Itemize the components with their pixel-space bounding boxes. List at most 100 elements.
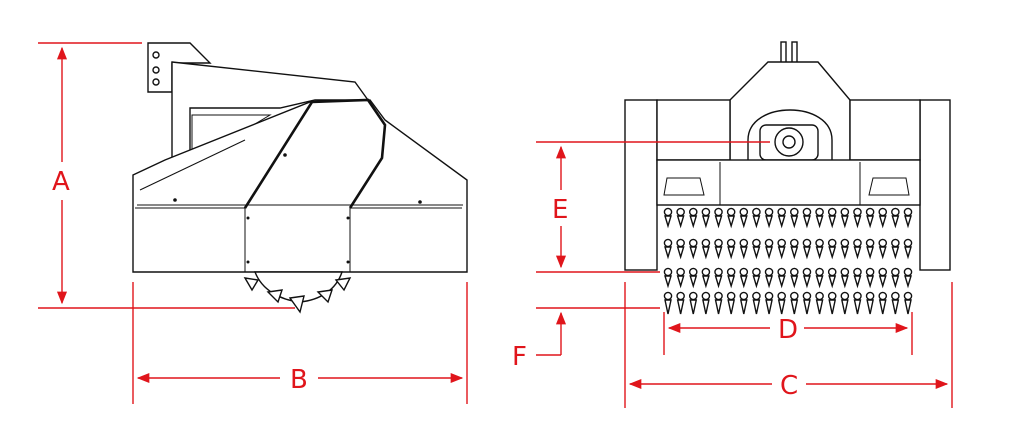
tooth-hub: [714, 238, 723, 248]
tooth-hub: [726, 207, 736, 217]
tooth-hub: [739, 207, 749, 217]
tooth-tip: [828, 246, 837, 260]
tooth-hub: [790, 267, 799, 277]
tooth-tip: [790, 246, 799, 260]
tooth-hub: [827, 238, 837, 248]
tooth-hub: [802, 291, 812, 301]
tooth-tip: [878, 246, 887, 260]
tooth-tip: [866, 275, 875, 289]
tooth-hub: [853, 291, 862, 301]
tooth-tip: [815, 299, 824, 315]
tooth-hub: [752, 267, 761, 277]
tooth-hub: [827, 267, 837, 277]
tooth-hub: [676, 267, 685, 277]
tooth-hub: [663, 238, 673, 248]
tooth-hub: [878, 267, 888, 277]
tooth-hub: [891, 267, 900, 277]
dim-b-label: B: [290, 365, 308, 395]
tooth-tip: [777, 299, 786, 315]
tooth-tip: [853, 299, 862, 315]
tooth-hub: [701, 207, 711, 217]
tooth-hub: [701, 267, 711, 277]
tooth-hub: [840, 267, 850, 277]
hood-outline: [243, 98, 387, 209]
tooth-hub: [764, 267, 774, 277]
tooth-tip: [727, 246, 736, 260]
front-housing: [656, 159, 921, 206]
tooth-hub: [891, 238, 900, 248]
tooth-tip: [853, 246, 862, 260]
tooth-hub: [903, 291, 913, 301]
tooth-hub: [878, 207, 888, 217]
tooth-hub: [752, 238, 761, 248]
tooth-tip: [878, 215, 887, 229]
tooth-hub: [865, 207, 875, 217]
tooth-hub: [790, 238, 799, 248]
dim-d-label: D: [778, 315, 798, 345]
tooth-tip: [664, 299, 672, 315]
side-view: [132, 42, 468, 314]
tooth-hub: [701, 291, 711, 301]
tooth-tip: [676, 299, 685, 315]
tooth-tip: [891, 215, 900, 229]
tooth-hub: [726, 238, 736, 248]
tooth-hub: [752, 291, 761, 301]
tooth-tip: [664, 275, 672, 289]
tooth-tip: [803, 299, 811, 315]
tooth-hub: [903, 267, 913, 277]
front-view: [624, 41, 951, 315]
tooth-hub: [688, 267, 698, 277]
tooth-hub: [865, 238, 875, 248]
tooth-hub: [853, 207, 862, 217]
tooth-tip: [752, 246, 761, 260]
tooth-hub: [815, 207, 824, 217]
tooth-tip: [676, 215, 685, 229]
dim-f-label: F: [512, 342, 527, 372]
tooth-tip: [702, 299, 710, 315]
tooth-hub: [663, 291, 673, 301]
tooth-tip: [689, 299, 698, 315]
tooth-hub: [663, 267, 673, 277]
tooth-tip: [714, 215, 723, 229]
tooth-hub: [802, 207, 812, 217]
front-rotor-teeth: [663, 207, 913, 315]
tooth-tip: [828, 299, 837, 315]
tooth-tip: [714, 246, 723, 260]
tooth-tip: [803, 275, 811, 289]
tooth-hub: [764, 238, 774, 248]
tooth-hub: [739, 238, 749, 248]
tooth-hub: [840, 291, 850, 301]
tooth-tip: [739, 215, 748, 229]
tooth-hub: [676, 291, 685, 301]
tooth-hub: [777, 267, 786, 277]
tooth-tip: [803, 246, 811, 260]
tooth-tip: [866, 215, 875, 229]
tooth-tip: [765, 299, 773, 315]
tooth-hub: [891, 207, 900, 217]
tooth-tip: [664, 215, 672, 229]
tooth-hub: [853, 238, 862, 248]
tooth-tip: [891, 299, 900, 315]
tooth-hub: [714, 291, 723, 301]
tooth-hub: [739, 291, 749, 301]
tooth-tip: [866, 246, 875, 260]
tooth-tip: [664, 246, 672, 260]
tooth-tip: [866, 299, 874, 315]
tooth-hub: [878, 291, 888, 301]
side-rotor-teeth: [243, 271, 352, 314]
tooth-tip: [904, 275, 912, 289]
tooth-hub: [752, 207, 761, 217]
tooth-tip: [828, 275, 837, 289]
tooth-tip: [853, 275, 862, 289]
tooth-hub: [777, 291, 786, 301]
tooth-hub: [688, 238, 698, 248]
tooth-tip: [727, 275, 736, 289]
tooth-hub: [726, 267, 736, 277]
tooth-tip: [777, 275, 786, 289]
tooth-hub: [891, 291, 900, 301]
tooth-tip: [891, 275, 900, 289]
tooth-tip: [739, 299, 748, 315]
tooth-hub: [853, 267, 862, 277]
tooth-hub: [701, 238, 711, 248]
tooth-hub: [865, 267, 875, 277]
